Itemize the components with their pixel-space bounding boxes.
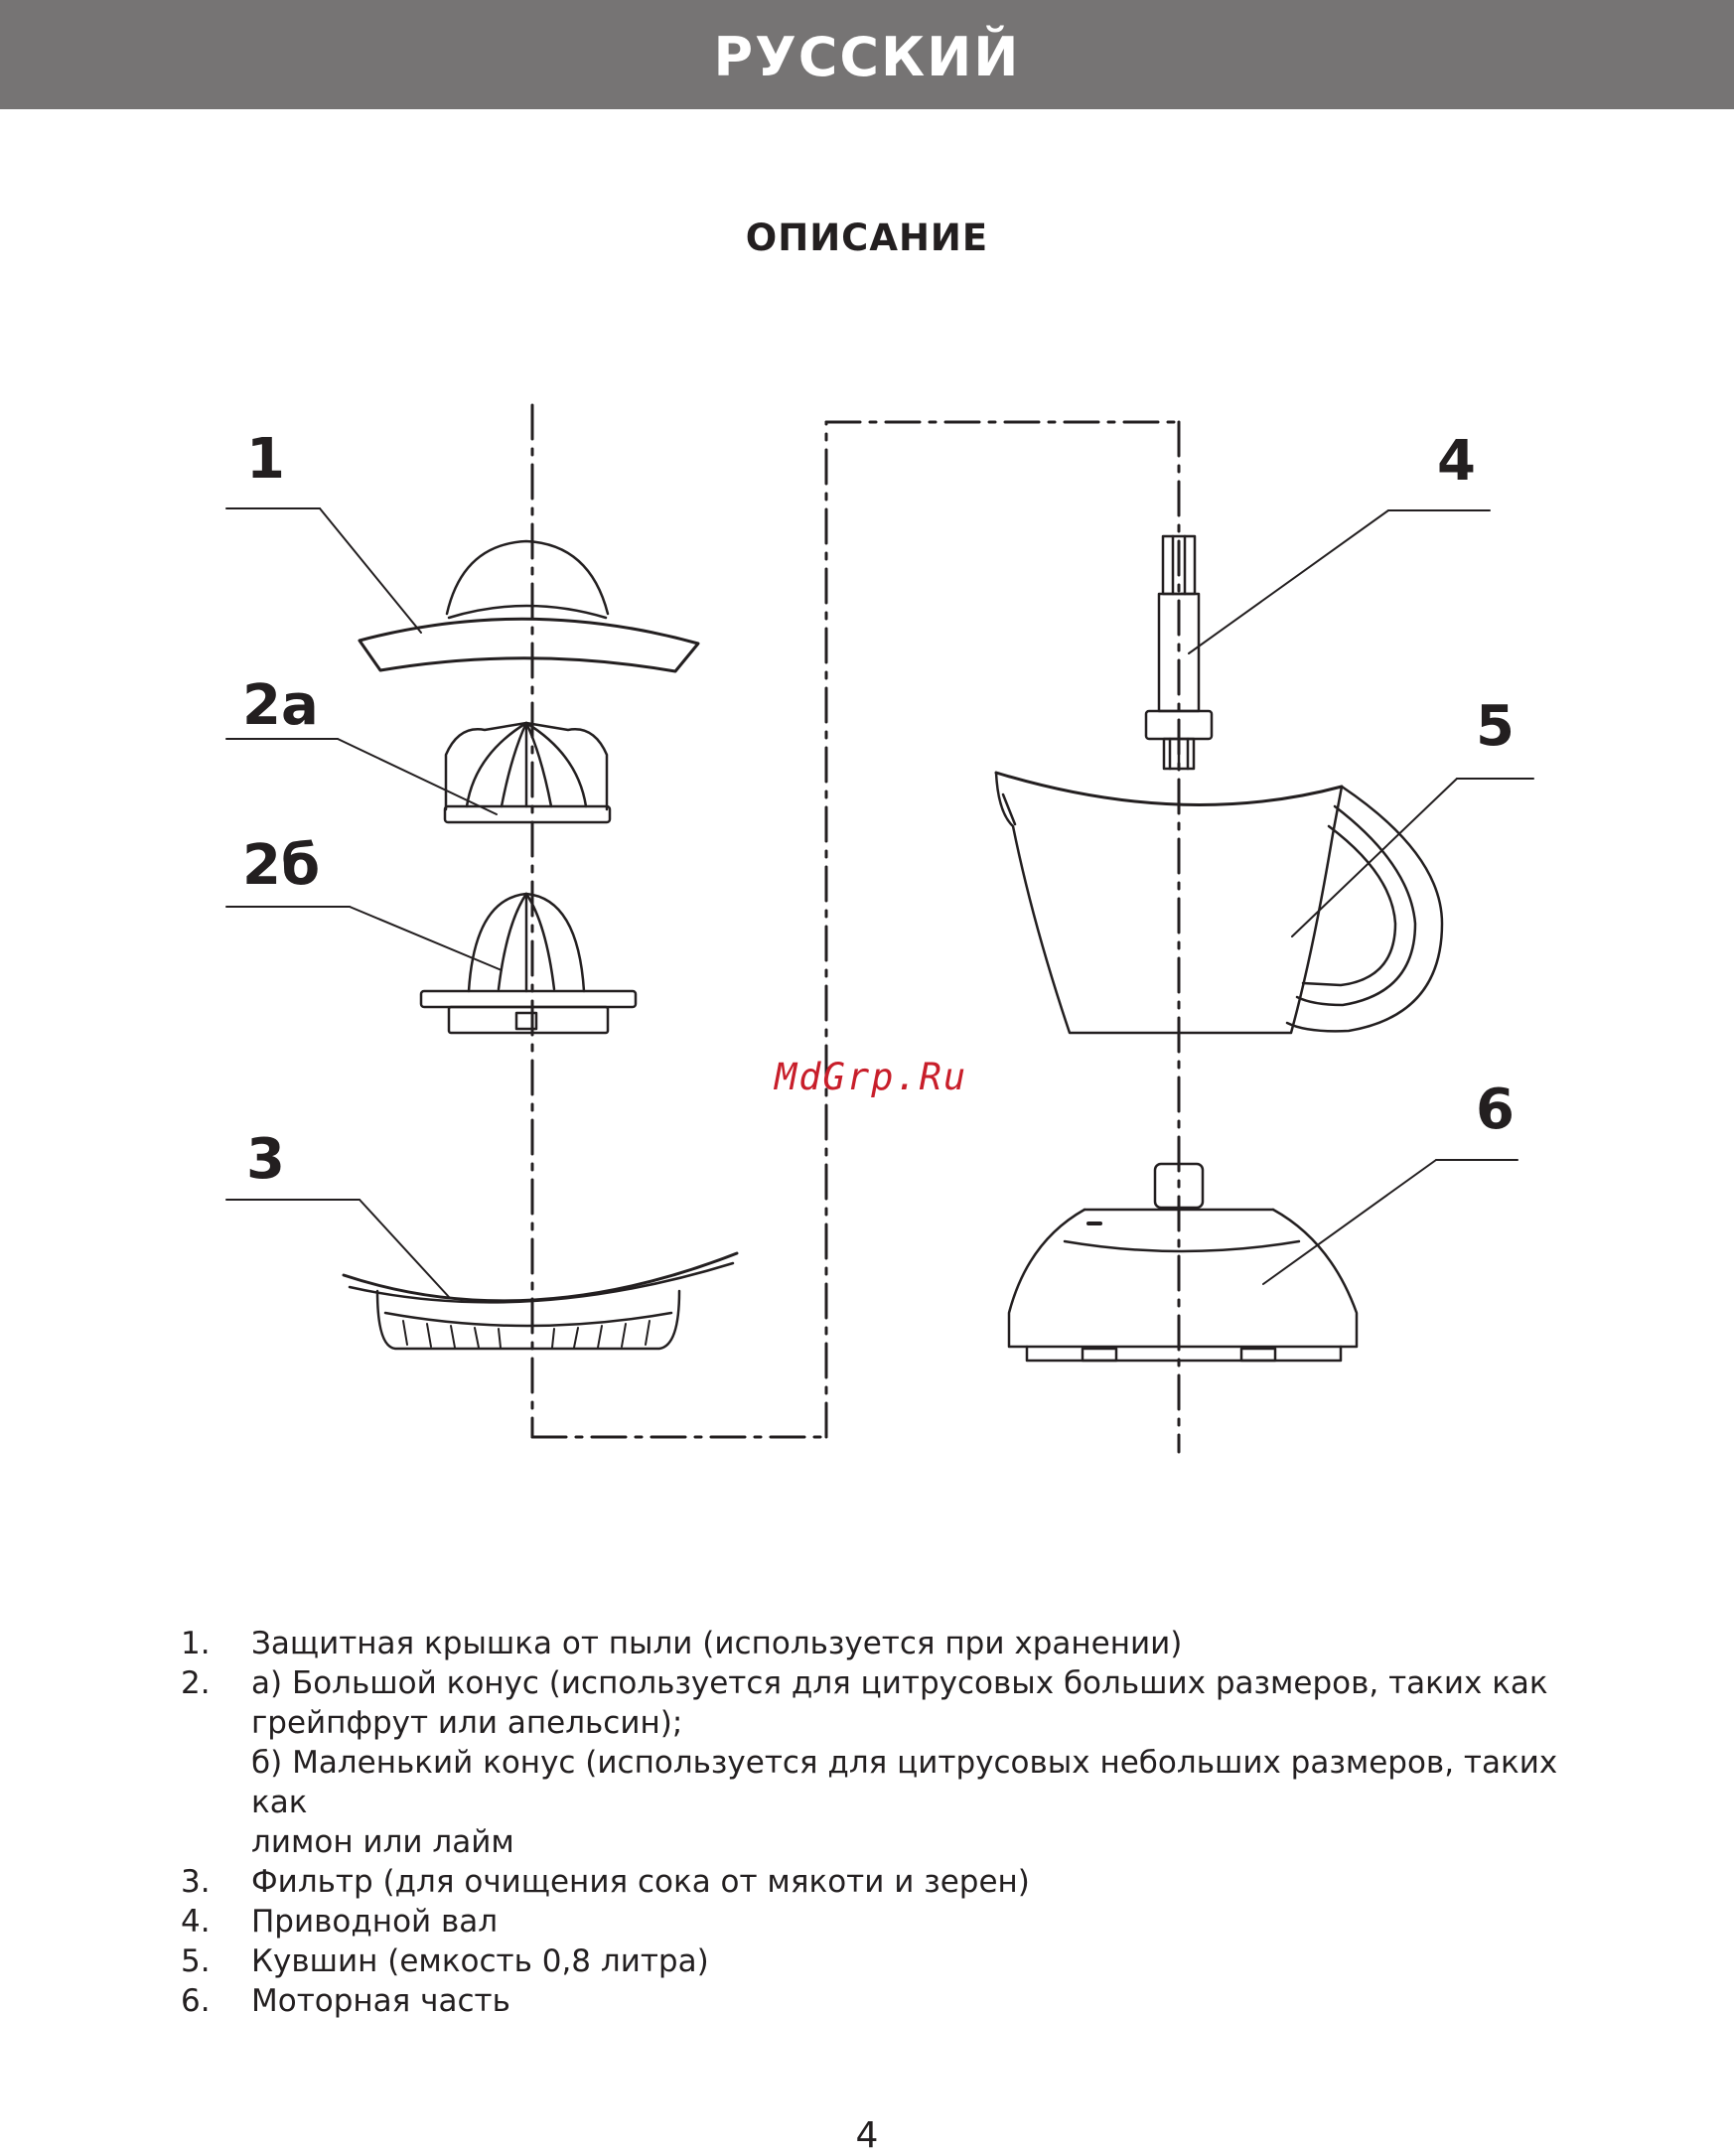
legend-item-text: а) Большой конус (используется для цитру… <box>251 1663 1591 1862</box>
drive-shaft-drawing <box>1144 509 1491 771</box>
legend-item-line: Кувшин (емкость 0,8 литра) <box>251 1943 709 1979</box>
watermark: MdGrp.Ru <box>775 1056 968 1098</box>
legend-item-text: Фильтр (для очищения сока от мякоти и зе… <box>251 1862 1591 1902</box>
assembly-dash-lines <box>530 403 1181 1454</box>
header-title: РУССКИЙ <box>713 25 1021 88</box>
legend-item-line: Защитная крышка от пыли (используется пр… <box>251 1626 1183 1661</box>
legend-item: 4. Приводной вал <box>181 1902 1591 1941</box>
legend-item-line: грейпфрут или апельсин); <box>251 1705 683 1741</box>
legend-item-line: Фильтр (для очищения сока от мякоти и зе… <box>251 1864 1030 1900</box>
legend-item-number: 1. <box>181 1626 211 1661</box>
motor-unit-drawing <box>1007 1159 1518 1363</box>
legend-item: 3. Фильтр (для очищения сока от мякоти и… <box>181 1862 1591 1902</box>
part-label-5: 5 <box>1476 694 1515 759</box>
exploded-view-drawing <box>225 403 1534 1454</box>
parts-legend: 1. Защитная крышка от пыли (используется… <box>181 1624 1591 2021</box>
parts-diagram: 1 2а 2б 3 4 5 6 <box>0 397 1734 1470</box>
legend-item-number: 5. <box>181 1943 211 1979</box>
legend-item-line: Моторная часть <box>251 1983 510 2019</box>
legend-item: 2. а) Большой конус (используется для ци… <box>181 1663 1591 1862</box>
jug-drawing <box>994 771 1534 1035</box>
legend-item-number: 2. <box>181 1665 211 1701</box>
legend-item-line: Приводной вал <box>251 1904 499 1940</box>
dust-cover-drawing <box>225 507 700 673</box>
filter-drawing <box>225 1199 739 1351</box>
part-label-1: 1 <box>246 427 285 492</box>
legend-item-number: 6. <box>181 1983 211 2019</box>
legend-item-number: 4. <box>181 1904 211 1940</box>
legend-item: 5. Кувшин (емкость 0,8 литра) <box>181 1941 1591 1981</box>
legend-item-text: Защитная крышка от пыли (используется пр… <box>251 1624 1591 1663</box>
large-cone-drawing <box>225 721 612 824</box>
legend-item: 1. Защитная крышка от пыли (используется… <box>181 1624 1591 1663</box>
part-label-2a: 2а <box>242 673 319 738</box>
legend-item-number: 3. <box>181 1864 211 1900</box>
legend-item-line: б) Маленький конус (используется для цит… <box>251 1745 1558 1820</box>
page-number: 4 <box>855 2115 879 2156</box>
legend-item-line: а) Большой конус (используется для цитру… <box>251 1665 1548 1701</box>
part-label-3: 3 <box>246 1127 285 1192</box>
part-label-6: 6 <box>1476 1078 1515 1142</box>
legend-item-text: Приводной вал <box>251 1902 1591 1941</box>
legend-item-line: лимон или лайм <box>251 1824 514 1860</box>
header-bar: РУССКИЙ <box>0 0 1734 109</box>
part-label-4: 4 <box>1437 429 1476 494</box>
legend-item-text: Моторная часть <box>251 1981 1591 2021</box>
legend-item: 6. Моторная часть <box>181 1981 1591 2021</box>
part-label-2b: 2б <box>242 833 321 898</box>
legend-item-text: Кувшин (емкость 0,8 литра) <box>251 1941 1591 1981</box>
small-cone-drawing <box>225 892 638 1035</box>
section-title: ОПИСАНИЕ <box>745 216 989 259</box>
